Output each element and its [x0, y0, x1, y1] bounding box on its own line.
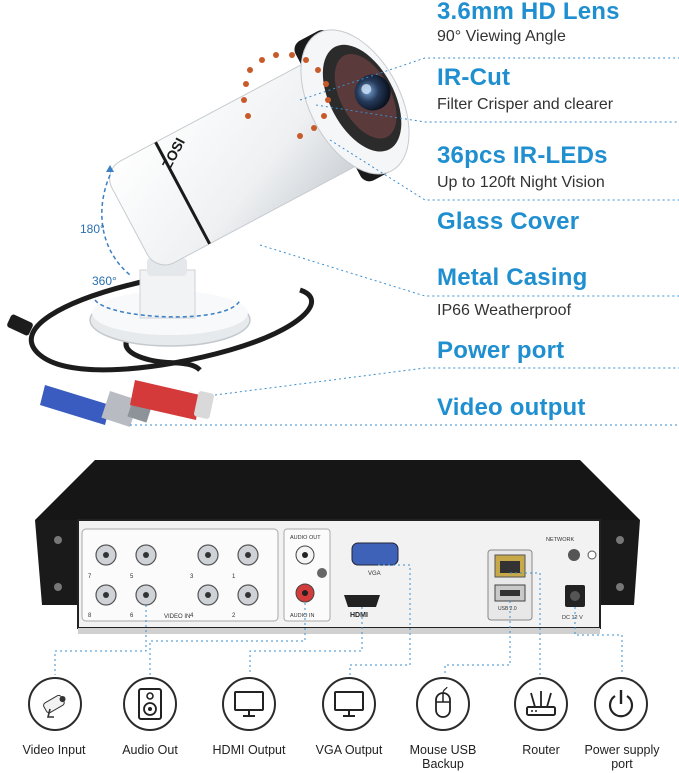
feature-metal-subtitle: IP66 Weatherproof [437, 302, 572, 319]
feature-leader-lines [130, 57, 679, 426]
hdmi-label: HDMI [350, 612, 368, 619]
usb-label: USB 2.0 [498, 606, 517, 612]
port-label-vga-output: VGA Output [315, 743, 383, 757]
port-label-video-input: Video Input [22, 743, 86, 757]
monitor-icon [334, 691, 364, 717]
port-label-hdmi-output: HDMI Output [212, 743, 286, 757]
audio-out-port [123, 677, 177, 731]
router-icon [526, 691, 556, 716]
camera-illustration: ZOSI 180° 360° [7, 29, 679, 427]
camera-icon [43, 694, 66, 718]
monitor-icon [234, 691, 264, 717]
video-input-port [28, 677, 82, 731]
channel-2: 2 [232, 613, 236, 619]
channel-3: 3 [190, 574, 194, 580]
audio-out-label: AUDIO OUT [290, 535, 321, 541]
feature-ircut-title: IR-Cut [437, 64, 511, 91]
feature-lens-subtitle: 90° Viewing Angle [437, 28, 566, 45]
feature-metal-title: Metal Casing [437, 264, 588, 291]
dc-label: DC 12 V [562, 615, 583, 621]
channel-5: 5 [130, 574, 134, 580]
port-label-audio-out: Audio Out [122, 743, 178, 757]
port-label-mouse-usb: Mouse USB Backup [409, 743, 477, 771]
power-icon [608, 690, 634, 718]
feature-lens-title: 3.6mm HD Lens [437, 0, 620, 25]
feature-ircut-subtitle: Filter Crisper and clearer [437, 96, 614, 113]
camera-cable [28, 277, 314, 373]
feature-power-title: Power port [437, 337, 565, 364]
video-in-label: VIDEO IN [164, 614, 190, 620]
channel-6: 6 [130, 613, 134, 619]
feature-irleds-title: 36pcs IR-LEDs [437, 142, 608, 169]
ir-led-ring [241, 52, 331, 139]
dvr-illustration: 7 5 3 1 8 6 4 2 VIDEO IN AUDIO OUT AUDIO… [35, 460, 640, 675]
bnc-video-inputs [95, 544, 259, 606]
feature-video-title: Video output [437, 394, 586, 421]
router-port [514, 677, 568, 731]
power-supply-port [594, 677, 648, 731]
channel-1: 1 [232, 574, 236, 580]
network-label: NETWORK [546, 537, 574, 543]
channel-8: 8 [88, 613, 92, 619]
port-label-router: Router [522, 743, 560, 757]
port-label-power-supply: Power supply port [584, 743, 660, 771]
rotation-360-label: 360° [92, 274, 117, 288]
feature-irleds-subtitle: Up to 120ft Night Vision [437, 174, 605, 191]
feature-glass-title: Glass Cover [437, 208, 580, 235]
mouse-icon [435, 687, 451, 718]
mouse-usb-port [416, 677, 470, 731]
port-leader-lines [54, 564, 623, 675]
audio-in-label: AUDIO IN [290, 613, 314, 619]
rotation-180-label: 180° [80, 222, 105, 236]
channel-7: 7 [88, 574, 92, 580]
camera-body [109, 29, 410, 266]
hdmi-output-port [222, 677, 276, 731]
power-connector-red [130, 380, 214, 420]
channel-4: 4 [190, 613, 194, 619]
speaker-icon [138, 688, 162, 720]
vga-output-port [322, 677, 376, 731]
vga-label: VGA [368, 571, 381, 577]
